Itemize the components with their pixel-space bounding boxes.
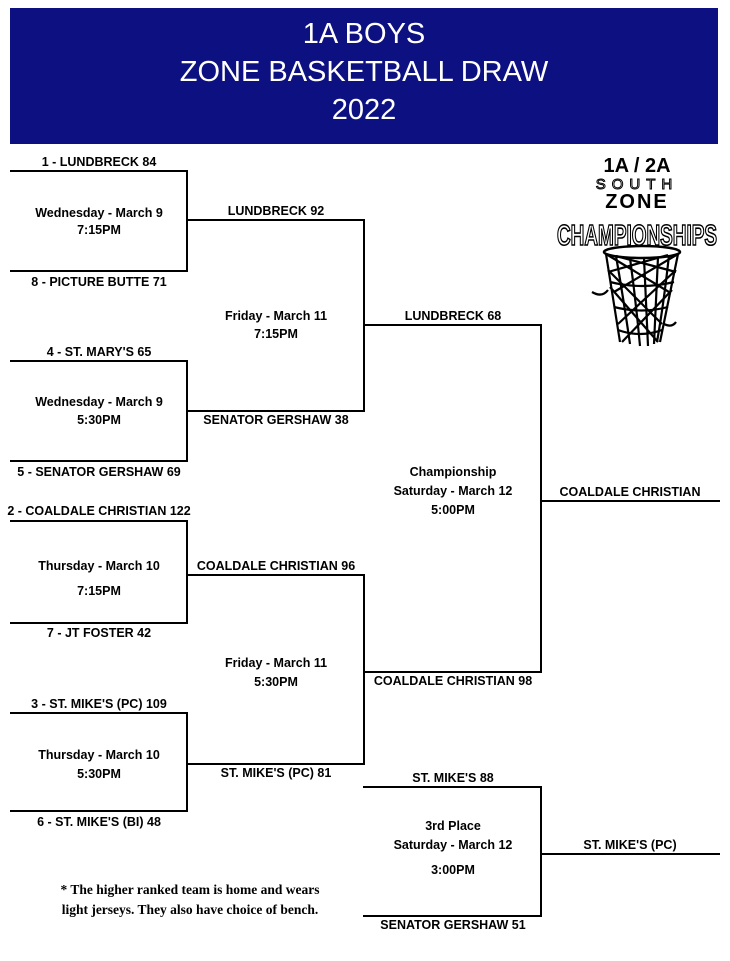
r2g1-top-team: LUNDBRECK 92 (227, 204, 325, 218)
r1g3-day: Thursday - March 10 (38, 559, 160, 573)
championship-logo: 1A / 2A SOUTH ZONE CHAMPIONSHIPS (552, 152, 722, 362)
r1g4-day: Thursday - March 10 (38, 748, 160, 762)
r1g1-bottom-line (10, 270, 188, 272)
final-top-line (363, 324, 542, 326)
third-top-line (363, 786, 542, 788)
r1g2-top-team: 4 - ST. MARY'S 65 (46, 345, 152, 359)
r1g1-top-team: 1 - LUNDBRECK 84 (41, 155, 157, 169)
r2g2-time: 5:30PM (254, 675, 298, 689)
r2g2-top-line (186, 574, 365, 576)
final-label: Championship (409, 465, 497, 479)
r2g1-bottom-line (186, 410, 365, 412)
logo-line-2: SOUTH (596, 176, 679, 193)
title-line-3: 2022 (331, 94, 397, 126)
r1g3-bracket (186, 520, 188, 624)
r1g4-time: 5:30PM (77, 767, 121, 781)
r1g1-day: Wednesday - March 9 (35, 206, 163, 220)
r1g3-bottom-team: 7 - JT FOSTER 42 (46, 626, 152, 640)
r1g1-bracket (186, 170, 188, 272)
r1g2-bottom-team: 5 - SENATOR GERSHAW 69 (17, 465, 181, 479)
third-top-team: ST. MIKE'S 88 (412, 771, 494, 785)
third-winner-line (540, 853, 720, 855)
header-banner: 1A BOYS ZONE BASKETBALL DRAW 2022 (10, 8, 718, 144)
r2g1-bottom-team: SENATOR GERSHAW 38 (203, 413, 349, 427)
r2g2-day: Friday - March 11 (224, 656, 328, 670)
r1g4-bottom-line (10, 810, 188, 812)
r2g2-bottom-team: ST. MIKE'S (PC) 81 (220, 766, 332, 780)
r1g1-time: 7:15PM (77, 223, 121, 237)
r1g2-day: Wednesday - March 9 (35, 395, 163, 409)
third-winner-team: ST. MIKE'S (PC) (583, 838, 677, 852)
logo-line-3: ZONE (605, 191, 669, 213)
r1g2-bottom-line (10, 460, 188, 462)
r1g4-top-line (10, 712, 188, 714)
final-day: Saturday - March 12 (393, 484, 513, 498)
r2g1-day: Friday - March 11 (224, 309, 328, 323)
title-line-1: 1A BOYS (302, 18, 426, 50)
r1g3-top-team: 2 - COALDALE CHRISTIAN 122 (7, 504, 191, 518)
logo-line-1: 1A / 2A (603, 155, 670, 177)
champion-line (540, 500, 720, 502)
r1g4-bottom-team: 6 - ST. MIKE'S (BI) 48 (37, 815, 161, 829)
r2g2-bottom-line (186, 763, 365, 765)
third-bottom-team: SENATOR GERSHAW 51 (380, 918, 526, 932)
r2g1-time: 7:15PM (254, 327, 298, 341)
third-bottom-line (363, 915, 542, 917)
final-bottom-team: COALDALE CHRISTIAN 98 (373, 674, 533, 688)
r1g2-time: 5:30PM (77, 413, 121, 427)
r2g1-bracket (363, 219, 365, 412)
r1g2-top-line (10, 360, 188, 362)
r1g3-top-line (10, 520, 188, 522)
basketball-net-icon: 1A / 2A SOUTH ZONE CHAMPIONSHIPS (556, 155, 718, 347)
champion-team: COALDALE CHRISTIAN (559, 485, 701, 499)
third-bracket (540, 786, 542, 917)
r1g1-top-line (10, 170, 188, 172)
title-line-2: ZONE BASKETBALL DRAW (179, 56, 549, 88)
r1g3-bottom-line (10, 622, 188, 624)
final-bottom-line (363, 671, 542, 673)
r1g3-time: 7:15PM (77, 584, 121, 598)
third-time: 3:00PM (431, 863, 475, 877)
r2g2-bracket (363, 574, 365, 765)
footnote: * The higher ranked team is home and wea… (60, 882, 320, 917)
r2g2-top-team: COALDALE CHRISTIAN 96 (196, 559, 356, 573)
r1g1-bottom-team: 8 - PICTURE BUTTE 71 (31, 275, 167, 289)
r1g4-bracket (186, 712, 188, 812)
final-bracket (540, 324, 542, 673)
r2g1-top-line (186, 219, 365, 221)
third-label: 3rd Place (425, 819, 481, 833)
logo-line-4: CHAMPIONSHIPS (557, 220, 717, 252)
third-day: Saturday - March 12 (393, 838, 513, 852)
final-top-team: LUNDBRECK 68 (404, 309, 502, 323)
final-time: 5:00PM (431, 503, 475, 517)
r1g4-top-team: 3 - ST. MIKE'S (PC) 109 (31, 697, 167, 711)
